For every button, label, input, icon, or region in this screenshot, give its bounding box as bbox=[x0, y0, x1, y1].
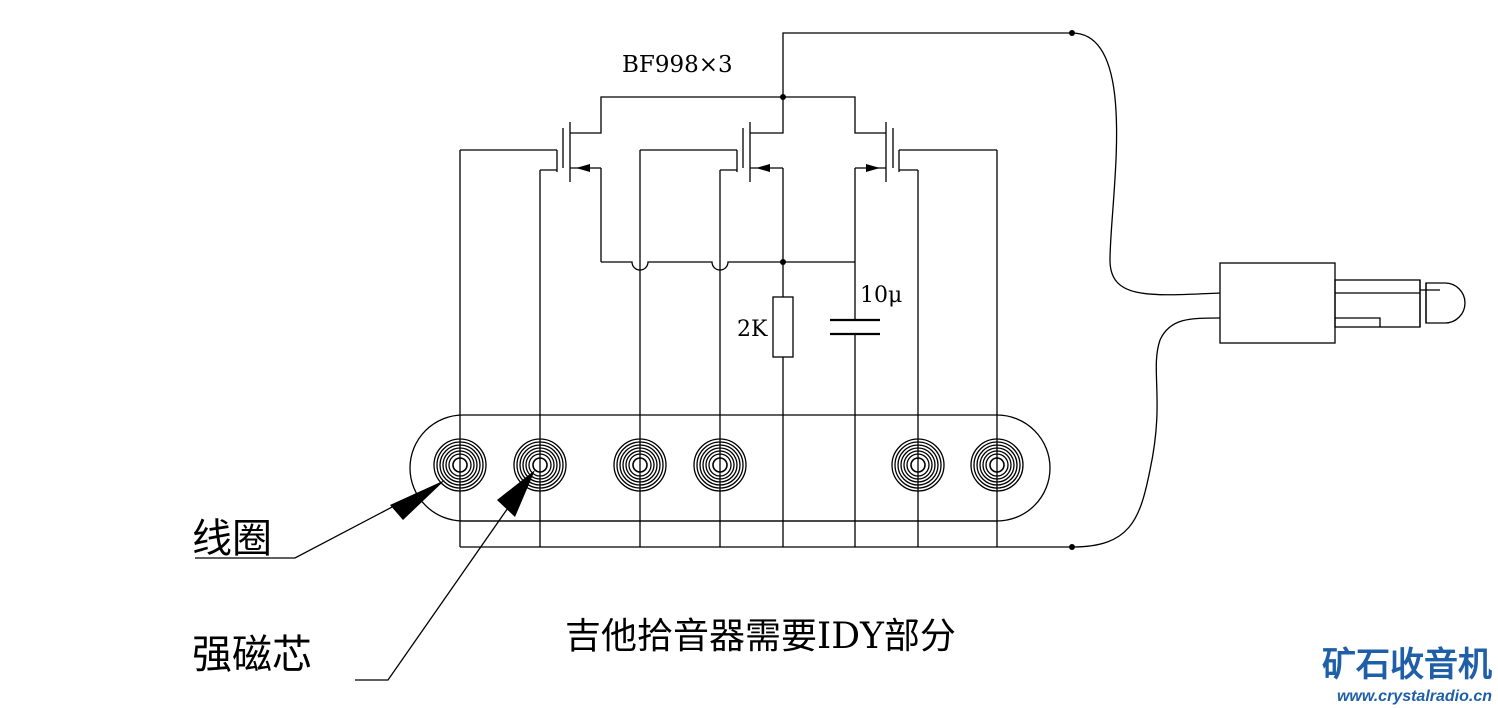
coil-leads bbox=[459, 150, 998, 547]
ground-return-lead bbox=[460, 317, 1221, 550]
coil-2 bbox=[513, 438, 567, 492]
coil-4 bbox=[693, 438, 747, 492]
coil-pointer-arrow bbox=[195, 480, 445, 559]
mosfet-2 bbox=[640, 122, 784, 262]
mosfet-1 bbox=[460, 122, 602, 262]
coil-label: 线圈 bbox=[192, 516, 272, 562]
capacitor-label: 10μ bbox=[860, 283, 902, 308]
watermark-brand: 矿石收音机 bbox=[1322, 645, 1492, 685]
coil-5 bbox=[891, 438, 945, 492]
magnet-pointer-arrow bbox=[355, 470, 535, 681]
supply-rail bbox=[782, 30, 1221, 296]
capacitor-10u bbox=[830, 262, 880, 547]
mosfet-3 bbox=[854, 122, 997, 262]
diagram-caption: 吉他拾音器需要IDY部分 bbox=[565, 616, 956, 657]
resistor-2k bbox=[772, 262, 794, 547]
output-jack-plug bbox=[1219, 262, 1466, 344]
drain-rail bbox=[570, 94, 886, 134]
source-rail bbox=[601, 259, 855, 271]
coil-3 bbox=[613, 438, 667, 492]
transistor-label: BF998×3 bbox=[622, 52, 733, 78]
resistor-label: 2K bbox=[737, 317, 768, 342]
coil-1 bbox=[433, 438, 487, 492]
magnet-label: 强磁芯 bbox=[192, 632, 312, 678]
coil-6 bbox=[970, 438, 1024, 492]
watermark-url: www.crystalradio.cn bbox=[1337, 688, 1492, 705]
